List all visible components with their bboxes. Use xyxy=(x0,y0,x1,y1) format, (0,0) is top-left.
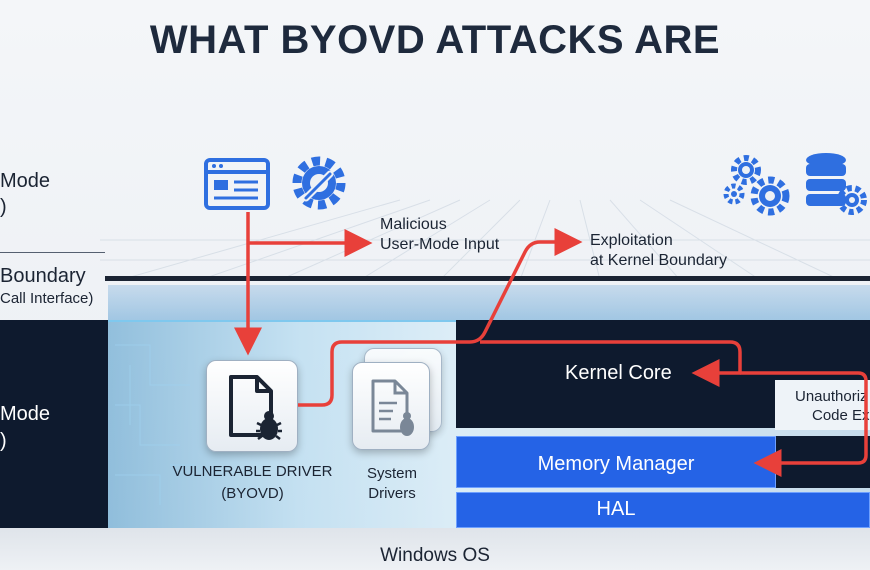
circuit-decoration xyxy=(115,344,195,505)
unauthorized-label-line2: Code Ex xyxy=(812,407,870,424)
file-bug-icon xyxy=(229,375,282,440)
arrow-unauthorized-exec xyxy=(740,371,868,477)
gears-icon xyxy=(723,155,790,216)
user-mode-label: Mode xyxy=(0,170,51,192)
boundary-sublabel: Call Interface) xyxy=(0,290,94,307)
vulnerable-driver-label-line2: (BYOVD) xyxy=(221,485,284,502)
unauthorized-label-bg xyxy=(775,380,870,430)
arrow-to-kernel-core xyxy=(480,340,742,387)
kernel-top-face xyxy=(108,285,870,320)
malicious-input-label-line2: User-Mode Input xyxy=(380,236,500,253)
memory-manager-label: Memory Manager xyxy=(537,453,695,475)
system-drivers-label-line1: System xyxy=(366,465,417,482)
footer-label: Windows OS xyxy=(380,545,490,566)
page-title: WHAT BYOVD ATTACKS ARE xyxy=(149,18,721,62)
hal-label: HAL xyxy=(596,498,636,520)
kernel-mode-band xyxy=(0,320,108,528)
system-file-bug-icon xyxy=(371,379,414,436)
malicious-input-label-line1: Malicious xyxy=(380,216,447,233)
vulnerable-driver-card xyxy=(206,360,298,452)
background-grid xyxy=(100,199,870,281)
gear-wrench-icon xyxy=(292,156,346,210)
hal-block xyxy=(456,492,870,528)
kernel-core-label: Kernel Core xyxy=(565,362,672,384)
boundary-line xyxy=(105,276,870,281)
arrow-exploitation xyxy=(298,228,583,407)
kernel-mode-paren: ) xyxy=(0,430,7,452)
kernel-mode-label: Mode xyxy=(0,403,51,425)
vulnerable-driver-label-line1: VULNERABLE DRIVER xyxy=(172,463,333,480)
footer-band xyxy=(0,528,870,570)
boundary-label: Boundary xyxy=(0,265,86,287)
memory-manager-block xyxy=(456,436,776,488)
user-mode-divider xyxy=(0,252,105,253)
user-mode-paren: ) xyxy=(0,196,7,218)
system-driver-card xyxy=(352,362,430,450)
database-gear-icon xyxy=(806,153,867,215)
system-drivers-label-line2: Drivers xyxy=(368,485,416,502)
exploitation-label-line1: Exploitation xyxy=(590,232,673,249)
exploitation-label-line2: at Kernel Boundary xyxy=(590,252,727,269)
app-window-icon xyxy=(204,158,270,210)
unauthorized-label-line1: Unauthoriz xyxy=(795,388,868,405)
